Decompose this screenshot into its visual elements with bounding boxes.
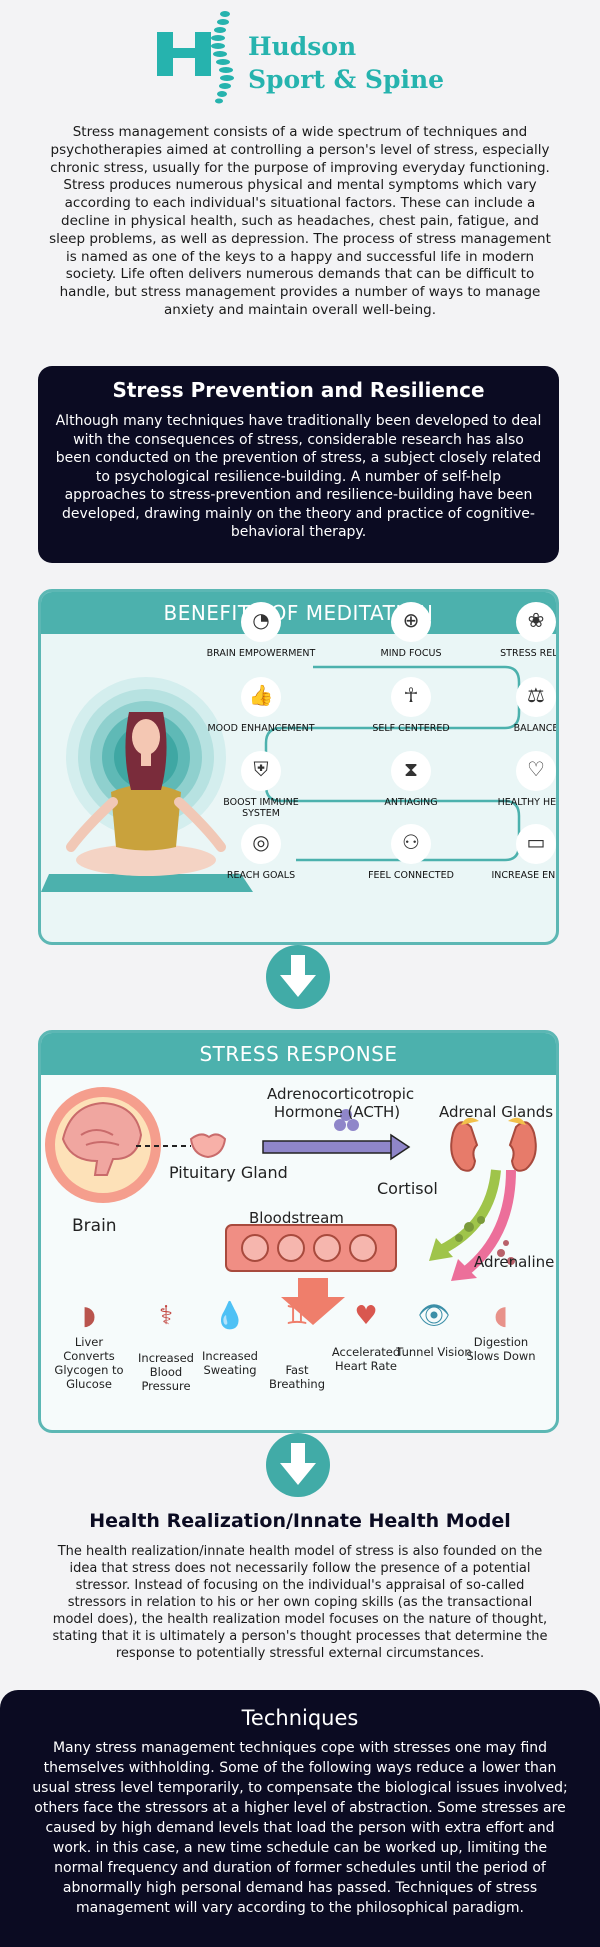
liver-icon: ◗: [82, 1301, 96, 1331]
effect-label: Increased Blood Pressure: [138, 1351, 194, 1393]
meditation-panel: BENEFITS OF MEDITATION ◔ BRAIN EMPOWERMEN…: [38, 589, 559, 945]
effect-label: Accelerated Heart Rate: [331, 1345, 401, 1373]
benefit-label: MOOD ENHANCEMENT: [207, 723, 315, 734]
heartbeat-icon-glyph: ♡: [527, 757, 545, 781]
meditation-title: BENEFITS OF MEDITATION: [41, 592, 556, 634]
intro-paragraph: Stress management consists of a wide spe…: [49, 124, 551, 318]
target-head-icon: ⊕: [391, 602, 431, 642]
techniques-card: Techniques Many stress management techni…: [0, 1690, 600, 1947]
effect-label: Fast Breathing: [268, 1363, 326, 1391]
benefit-label: HEALTHY HEART: [497, 797, 557, 808]
hourglass-icon-glyph: ⧗: [403, 757, 419, 781]
logo-mark-icon: [157, 11, 234, 104]
bullseye-icon-glyph: ◎: [252, 830, 270, 854]
meditating-person-icon-glyph: ☥: [403, 683, 419, 707]
bloodstream-label: Bloodstream: [249, 1209, 344, 1227]
benefit-label: MIND FOCUS: [380, 648, 442, 659]
benefit-label: REACH GOALS: [226, 870, 296, 881]
prevention-title: Stress Prevention and Resilience: [112, 378, 485, 402]
brand-name-line2: Sport & Spine: [248, 65, 445, 94]
hourglass-icon: ⧗: [391, 751, 431, 791]
heart-icon: ♥: [354, 1301, 378, 1331]
effect-label: Digestion Slows Down: [466, 1335, 536, 1363]
arrow-down-icon: [280, 955, 316, 997]
stomach-icon: ◖: [494, 1301, 508, 1331]
thumbs-up-icon: 👍: [241, 677, 281, 717]
adrenaline-label: Adrenaline: [474, 1253, 555, 1271]
brain-icon-glyph: ◔: [252, 608, 270, 632]
stress-response-title: STRESS RESPONSE: [41, 1033, 556, 1075]
bullseye-icon: ◎: [241, 824, 281, 864]
brain-icon: ◔: [241, 602, 281, 642]
meditating-woman-illustration: [41, 677, 253, 892]
brand-name: Hudson Sport & Spine: [248, 30, 444, 96]
shield-check-icon-glyph: ⛨: [253, 757, 269, 781]
prevention-text: Although many techniques have traditiona…: [55, 413, 542, 540]
thumbs-up-icon-glyph: 👍: [248, 683, 274, 707]
cortisol-label: Cortisol: [377, 1179, 438, 1198]
meditating-person-icon: ☥: [391, 677, 431, 717]
brand-logo: Hudson Sport & Spine: [155, 8, 455, 108]
lotus-head-icon: ❀: [516, 602, 556, 642]
benefit-label: STRESS RELIEF: [500, 648, 558, 659]
brain-label: Brain: [72, 1216, 117, 1236]
sweat-icon: 💧: [213, 1301, 247, 1331]
brand-name-line1: Hudson: [248, 32, 357, 61]
health-model-text: The health realization/innate health mod…: [52, 1544, 548, 1661]
battery-icon-glyph: ▭: [526, 830, 546, 854]
lotus-head-icon-glyph: ❀: [527, 608, 545, 632]
down-arrow-1: [266, 945, 330, 1009]
techniques-title: Techniques: [241, 1706, 359, 1730]
eye-icon: 👁: [417, 1301, 451, 1331]
arrow-down-icon: [280, 1443, 316, 1485]
benefit-label: FEEL CONNECTED: [368, 870, 454, 881]
down-arrow-2: [266, 1433, 330, 1497]
benefit-label: BRAIN EMPOWERMENT: [206, 648, 316, 659]
effect-label: Tunnel Vision: [396, 1345, 472, 1359]
benefit-label: INCREASE ENERGY: [491, 870, 556, 881]
prevention-card: Stress Prevention and Resilience Althoug…: [38, 366, 559, 563]
stress-response-diagram: [45, 1087, 537, 1325]
battery-icon: ▭: [516, 824, 556, 864]
benefit-label: BALANCE: [513, 723, 559, 734]
acth-label-line2: Hormone (ACTH): [273, 1103, 401, 1121]
heartbeat-icon: ♡: [516, 751, 556, 791]
effect-label: Liver Converts Glycogen to Glucose: [54, 1335, 124, 1391]
benefit-label: ANTIAGING: [384, 797, 438, 808]
techniques-text: Many stress management techniques cope w…: [32, 1740, 568, 1916]
blood-pressure-icon: ⚕: [158, 1301, 174, 1331]
people-icon-glyph: ⚇: [402, 830, 420, 854]
lungs-icon: ♊: [285, 1301, 309, 1331]
acth-label: Adrenocorticotropic Hormone (ACTH): [267, 1085, 415, 1121]
pituitary-label: Pituitary Gland: [169, 1163, 288, 1182]
people-icon: ⚇: [391, 824, 431, 864]
effect-label: Increased Sweating: [202, 1349, 258, 1377]
benefit-connector-lines: [264, 665, 521, 862]
stress-response-panel: STRESS RESPONSE: [38, 1030, 559, 1433]
acth-label-line1: Adrenocorticotropic: [267, 1085, 415, 1103]
shield-check-icon: ⛨: [241, 751, 281, 791]
target-head-icon-glyph: ⊕: [402, 608, 420, 632]
health-model-title: Health Realization/Innate Health Model: [89, 1510, 511, 1532]
scales-icon-glyph: ⚖: [527, 683, 545, 707]
adrenal-label: Adrenal Glands: [439, 1103, 554, 1121]
scales-icon: ⚖: [516, 677, 556, 717]
benefit-label: SELF CENTERED: [372, 723, 450, 734]
benefit-label: BOOST IMMUNE SYSTEM: [223, 797, 299, 819]
